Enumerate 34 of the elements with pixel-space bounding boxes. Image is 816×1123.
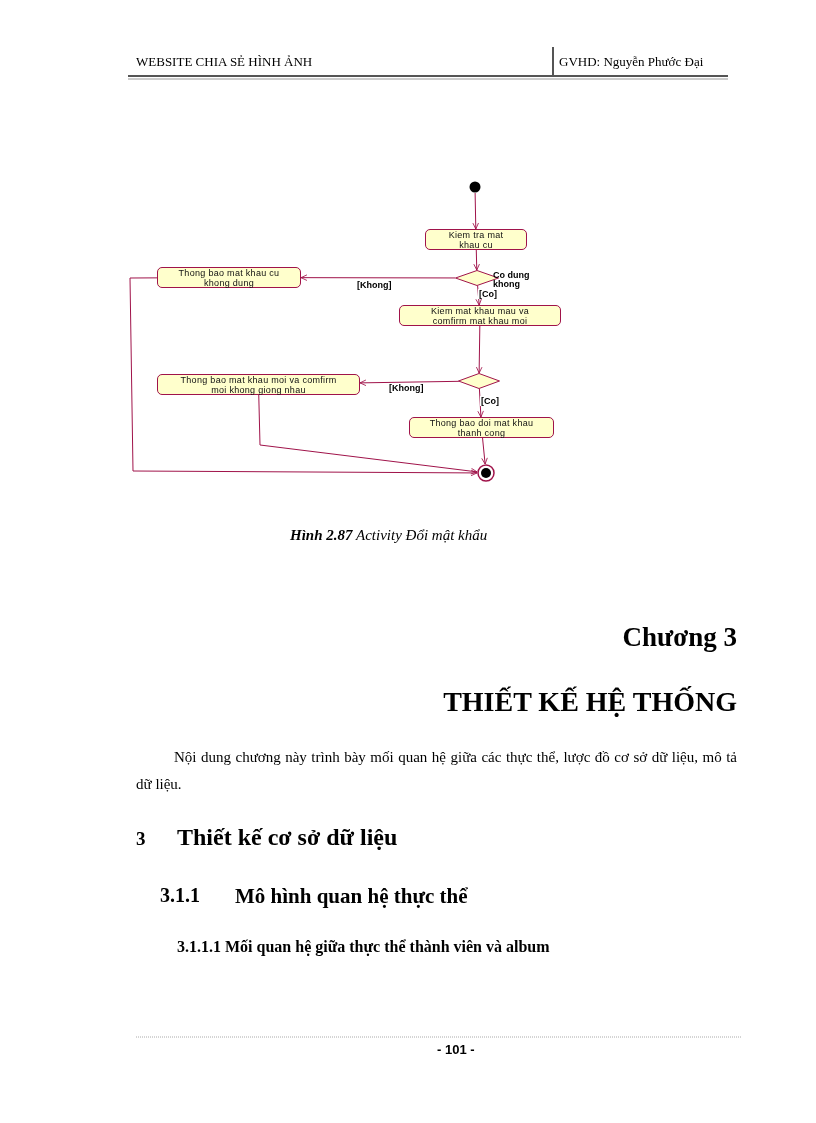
- heading: Mô hình quan hệ thực thể: [235, 884, 468, 909]
- edge-label: [Co]: [480, 396, 500, 406]
- chapter-number: Chương 3: [622, 622, 737, 653]
- decision-diamond: [458, 373, 500, 389]
- heading-number: 3.1.1: [160, 884, 200, 907]
- paragraph: Nội dung chương này trình bày mối quan hệ giữa các thực thể, lược đồ cơ sở dữ liệu, mô tả dữ liệu.: [136, 748, 737, 794]
- arrow: [359, 379, 460, 386]
- arrow: [477, 388, 484, 418]
- edge-label: [Khong]: [356, 280, 393, 290]
- edge-label: [Khong]: [388, 383, 425, 393]
- action-box: Thong bao doi mat khau thanh cong: [409, 417, 554, 438]
- heading-number: 3: [136, 828, 146, 850]
- arrow: [472, 192, 479, 230]
- arrow: [300, 274, 456, 281]
- action-box: Thong bao mat khau moi va comfirm moi khong giong nhau: [157, 374, 360, 395]
- arrow: [476, 325, 483, 374]
- figure-caption: Hình 2.87 Activity Đổi mật khẩu: [290, 527, 488, 544]
- arrow: [481, 437, 488, 465]
- page-number: - 101 -: [437, 1042, 475, 1057]
- subheading: 3.1.1.1 Mối quan hệ giữa thực thể thành viên và album: [177, 938, 550, 956]
- header-text: WEBSITE CHIA SẺ HÌNH ẢNH: [136, 54, 313, 70]
- decision-label: Co dung khong: [493, 271, 531, 289]
- end-node: [477, 464, 495, 482]
- chapter-title: THIẾT KẾ HỆ THỐNG: [443, 686, 737, 718]
- edge-label: [Co]: [478, 289, 498, 299]
- start-node: [469, 181, 481, 193]
- arrow: [258, 394, 478, 475]
- action-box: Thong bao mat khau cu khong dung: [157, 267, 301, 288]
- action-box: Kiem mat khau mau va comfirm mat khau moi: [399, 305, 561, 326]
- header-text: GVHD: Nguyễn Phước Đại: [559, 54, 704, 70]
- arrow: [475, 285, 482, 306]
- action-box: Kiem tra mat khau cu: [425, 229, 527, 250]
- arrow: [473, 249, 480, 271]
- heading: Thiết kế cơ sở dữ liệu: [177, 824, 398, 851]
